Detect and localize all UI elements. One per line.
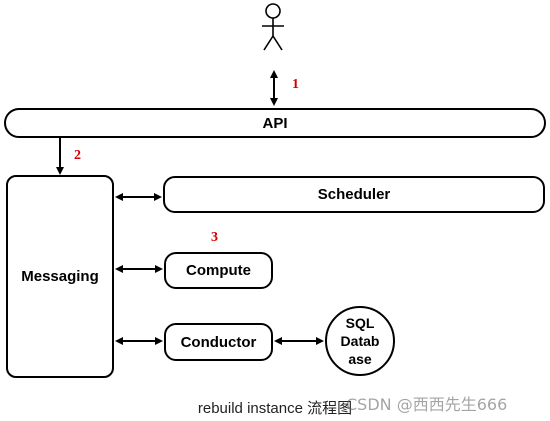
figure-caption: rebuild instance 流程图	[0, 397, 550, 418]
messaging-node: Messaging	[6, 175, 114, 378]
user-icon	[262, 3, 284, 51]
messaging-label: Messaging	[21, 268, 99, 285]
caption-text: rebuild instance	[197, 400, 308, 417]
api-label: API	[262, 114, 288, 132]
compute-node: Compute	[164, 252, 273, 289]
csdn-watermark: CSDN @西西先生666	[346, 395, 508, 414]
sql-database-node: SQL Datab ase	[325, 306, 395, 376]
compute-label: Compute	[186, 262, 251, 279]
sql-database-label: SQL Datab ase	[340, 315, 380, 367]
scheduler-node: Scheduler	[163, 176, 545, 213]
scheduler-label: Scheduler	[317, 186, 391, 203]
step-number-1: 1	[292, 77, 299, 92]
caption-text-cn: 流程图	[307, 399, 353, 417]
conductor-label: Conductor	[180, 333, 257, 351]
step-number-3: 3	[211, 230, 218, 245]
step-number-2: 2	[74, 148, 81, 163]
conductor-node: Conductor	[164, 323, 273, 361]
api-node: API	[4, 108, 546, 138]
